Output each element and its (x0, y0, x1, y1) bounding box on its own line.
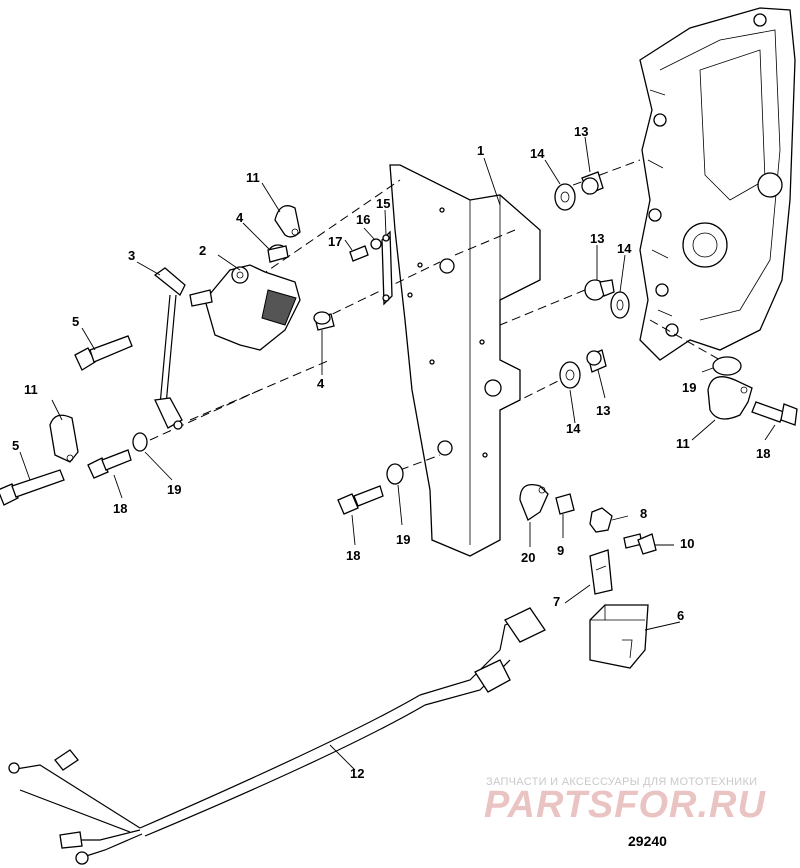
callout-19-right: 19 (682, 380, 696, 395)
bolt-5-lower (0, 469, 65, 506)
callout-11-left: 11 (24, 382, 38, 397)
callout-4-upper: 4 (236, 210, 244, 225)
callout-3: 3 (128, 248, 135, 263)
callout-9: 9 (557, 543, 564, 558)
callout-12: 12 (350, 766, 364, 781)
callout-14-middle: 14 (617, 241, 632, 256)
small-hardware (349, 230, 393, 306)
engine-housing (639, 7, 796, 361)
washer-19-right (712, 356, 742, 376)
bolt-5-upper (74, 335, 133, 371)
relay-6 (589, 604, 649, 669)
callout-13-lower: 13 (596, 403, 610, 418)
nut-8 (589, 507, 613, 533)
watermark-caption: ЗАПЧАСТИ И АКСЕССУАРЫ ДЛЯ МОТОТЕХНИКИ (486, 776, 758, 788)
washer-19-lower (386, 463, 404, 485)
grommet-14-middle (610, 291, 630, 319)
bushing-13-lower (586, 349, 607, 373)
bushing-13-middle (584, 279, 615, 301)
clamp-right (707, 376, 753, 420)
callout-11-upper: 11 (246, 170, 260, 185)
bolt-18-lower (337, 485, 384, 515)
leader-lines (19, 136, 776, 771)
clamp-20 (519, 483, 549, 521)
bushing-13-upper (581, 171, 604, 195)
callout-14-lower: 14 (566, 421, 581, 436)
callout-20: 20 (521, 550, 535, 565)
washer-19-left (132, 432, 148, 452)
bolt-18-left (87, 449, 132, 479)
grommet-14-lower (559, 361, 581, 389)
callout-10: 10 (680, 536, 694, 551)
clamp-upper (274, 205, 301, 238)
sensor-module (189, 264, 301, 351)
callout-15: 15 (376, 196, 390, 211)
callout-19-lower: 19 (396, 532, 410, 547)
callout-5-lower: 5 (12, 438, 19, 453)
figure-number: 29240 (628, 833, 667, 849)
callout-18-left: 18 (113, 501, 127, 516)
callout-7: 7 (553, 594, 560, 609)
callout-18-lower: 18 (346, 548, 360, 563)
callout-8: 8 (640, 506, 647, 521)
watermark-logo: PARTSFOR.RU (484, 784, 766, 826)
callout-17: 17 (328, 234, 342, 249)
screw-10 (623, 533, 657, 555)
bolt-18-right (751, 401, 798, 426)
callout-5-upper: 5 (72, 314, 79, 329)
callout-18-right: 18 (756, 446, 770, 461)
callout-6: 6 (677, 608, 684, 623)
callout-2: 2 (199, 243, 206, 258)
grommet-14-upper (554, 183, 576, 211)
callout-19-left: 19 (167, 482, 181, 497)
callout-14-upper: 14 (530, 146, 545, 161)
callout-11-right: 11 (676, 436, 690, 451)
clamp-left (49, 414, 79, 463)
callouts: 1 2 3 4 4 5 5 6 7 8 9 10 11 11 11 12 13 … (12, 124, 770, 781)
callout-16: 16 (356, 212, 370, 227)
spacer-upper (267, 244, 289, 263)
callout-4-lower: 4 (317, 376, 325, 391)
wire-harness (8, 607, 546, 865)
stud-9 (555, 493, 575, 515)
callout-1: 1 (477, 143, 484, 158)
spacer-lower (313, 311, 335, 331)
link-rod (153, 267, 186, 430)
mounting-bracket (389, 164, 541, 557)
callout-13-middle: 13 (590, 231, 604, 246)
callout-13-upper: 13 (574, 124, 588, 139)
clip-7 (589, 549, 613, 595)
